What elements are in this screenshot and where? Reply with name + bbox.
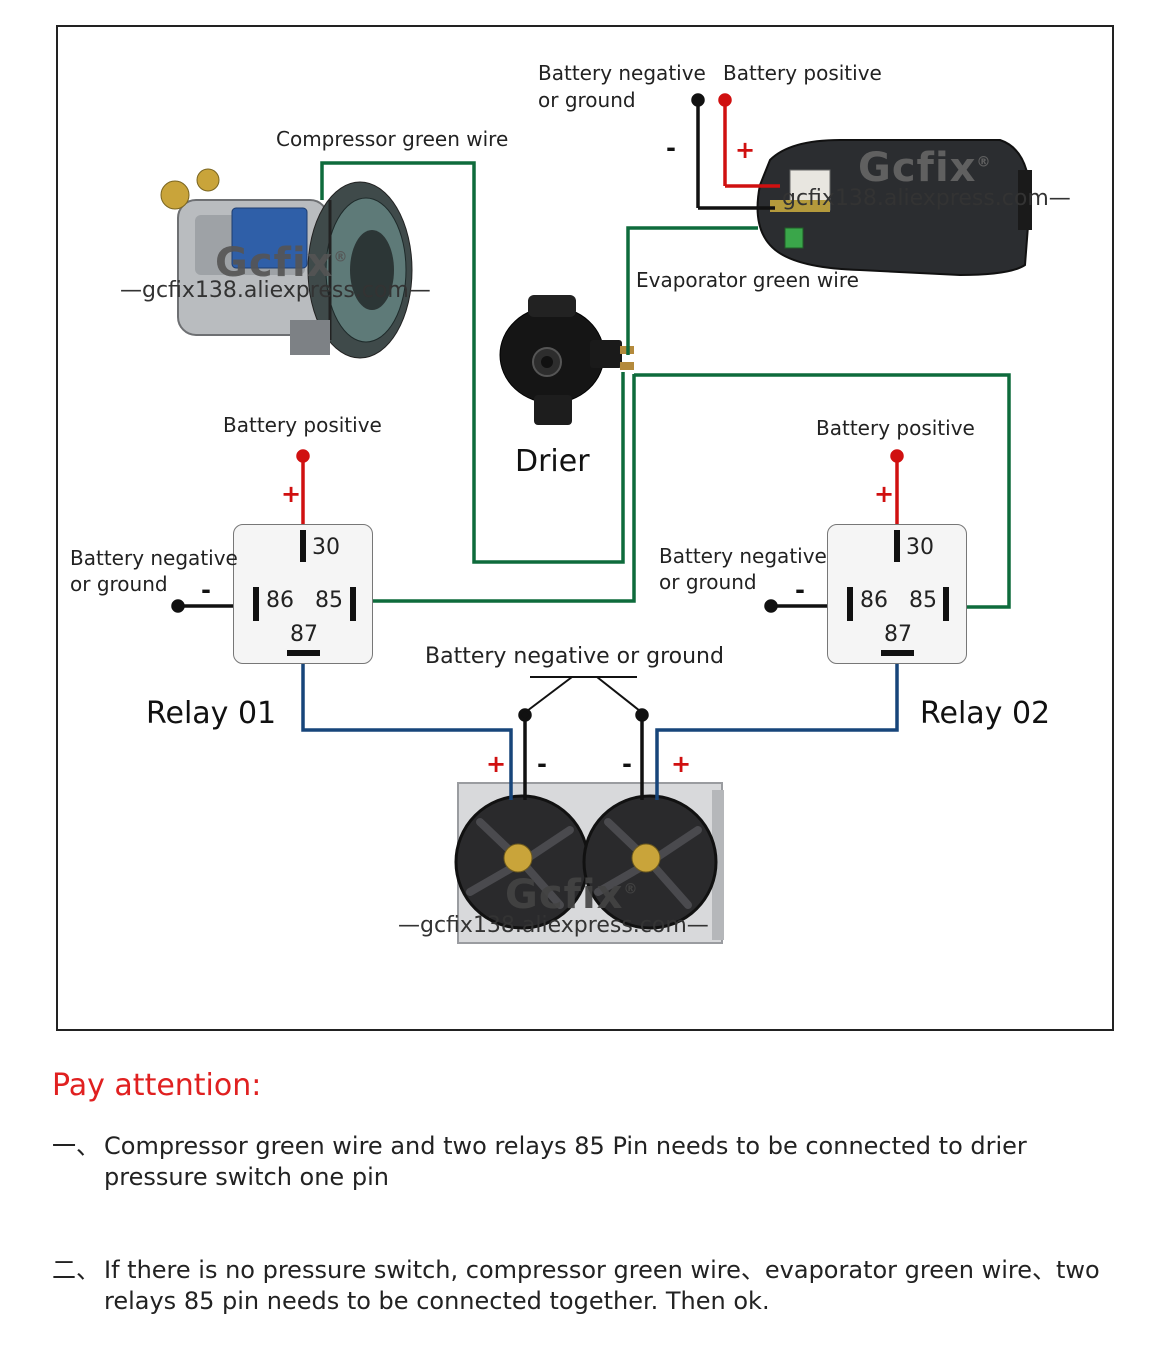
fans-watermark-url: —gcfix138.aliexpress.com— [398,913,709,938]
relay2-plus-sign: + [874,480,895,508]
note-item-1: 一、 Compressor green wire and two relays … [52,1131,1132,1201]
note-item-2: 二、 If there is no pressure switch, compr… [52,1255,1132,1325]
relay1-battery-negative-label: Battery negative [70,546,238,570]
note-1-number: 一、 [52,1132,100,1160]
note-2-number: 二、 [52,1256,100,1284]
relay1-pin-85: 85 [315,588,343,613]
note-1-text: Compressor green wire and two relays 85 … [104,1132,1027,1191]
relay2-pin-30: 30 [906,535,934,560]
red-wires [296,93,904,528]
fans-ground-label: Battery negative or ground [425,644,724,669]
relay2-pin-87: 87 [884,622,912,647]
evaporator-battery-positive-label: Battery positive [723,61,882,85]
compressor-watermark-url: —gcfix138.aliexpress.com— [120,278,431,303]
fans-image [454,782,724,944]
evaporator-image [756,139,1032,277]
green-wires [320,161,1011,609]
compressor-watermark-logo: Gcfix® [215,240,349,286]
fan-left-minus-sign: - [537,750,547,778]
relay1-plus-sign: + [281,480,302,508]
relay1-pin-30: 30 [312,535,340,560]
relay1-pin-86: 86 [266,588,294,613]
relay1-minus-sign: - [201,576,211,604]
relay-02-label: Relay 02 [920,696,1051,731]
evaporator-green-wire-label: Evaporator green wire [636,268,859,292]
relay2-85-wire [634,373,1011,609]
relay2-pin-86: 86 [860,588,888,613]
evaporator-or-ground-label: or ground [538,88,636,112]
compressor-green-wire-label: Compressor green wire [276,127,509,151]
evaporator-plus-sign: + [735,136,756,164]
relay1-87-wire [301,655,513,800]
evaporator-battery-negative-label: Battery negative [538,61,706,85]
evaporator-green-wire [626,226,758,355]
fan-right-minus-sign: - [622,750,632,778]
evaporator-watermark-url: gcfix138.aliexpress.com— [782,186,1071,211]
evaporator-watermark-logo: Gcfix® [858,145,992,191]
fan-right-plus-sign: + [671,750,692,778]
relay2-minus-sign: - [795,576,805,604]
note-2-text: If there is no pressure switch, compress… [104,1256,1100,1315]
relay2-or-ground-label: or ground [659,570,757,594]
pay-attention-title: Pay attention: [52,1068,262,1103]
fans-watermark-logo: Gcfix® [505,872,639,918]
relay1-battery-positive-label: Battery positive [223,413,382,437]
relay2-pin-85: 85 [909,588,937,613]
blue-wires [301,655,899,800]
compressor-green-wire [320,161,625,564]
diagram-frame [56,25,1114,1031]
fan-left-plus-sign: + [486,750,507,778]
relay1-pin-87: 87 [290,622,318,647]
drier-image [499,295,634,425]
relay-01-label: Relay 01 [146,696,277,731]
relay2-87-wire [655,655,899,800]
drier-label: Drier [515,444,590,479]
evaporator-minus-sign: - [666,134,676,162]
compressor-image [160,168,413,359]
relay2-battery-negative-label: Battery negative [659,544,827,568]
relay1-85-wire [358,374,636,603]
relay1-or-ground-label: or ground [70,572,168,596]
relay2-battery-positive-label: Battery positive [816,416,975,440]
